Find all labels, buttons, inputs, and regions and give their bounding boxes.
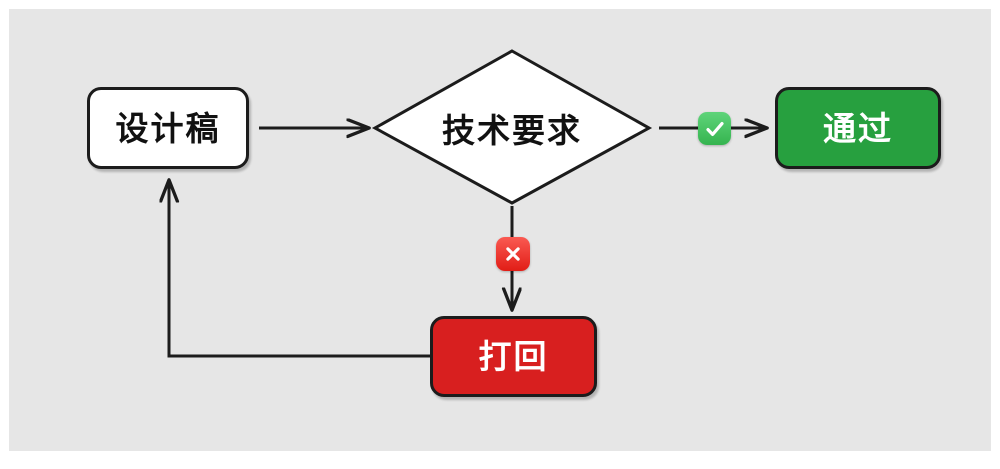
check-mark-badge-icon [698, 112, 731, 145]
connector-layer [9, 49, 1000, 358]
node-decision-shape[interactable] [371, 49, 653, 205]
cross-mark-badge-icon [496, 237, 530, 271]
node-technical-requirements[interactable]: 技术要求 [373, 49, 651, 207]
node-pass-label: 通过 [823, 109, 893, 147]
node-technical-requirements-label: 技术要求 [442, 112, 582, 149]
cross-glyph [506, 247, 520, 261]
node-design-draft-label: 设计稿 [115, 109, 221, 147]
node-reject[interactable]: 打回 [430, 316, 597, 397]
edge-reject-to-start [169, 181, 430, 358]
node-pass[interactable]: 通过 [775, 87, 941, 169]
node-reject-label: 打回 [478, 338, 549, 375]
check-glyph [705, 121, 724, 136]
node-design-draft[interactable]: 设计稿 [87, 87, 249, 169]
